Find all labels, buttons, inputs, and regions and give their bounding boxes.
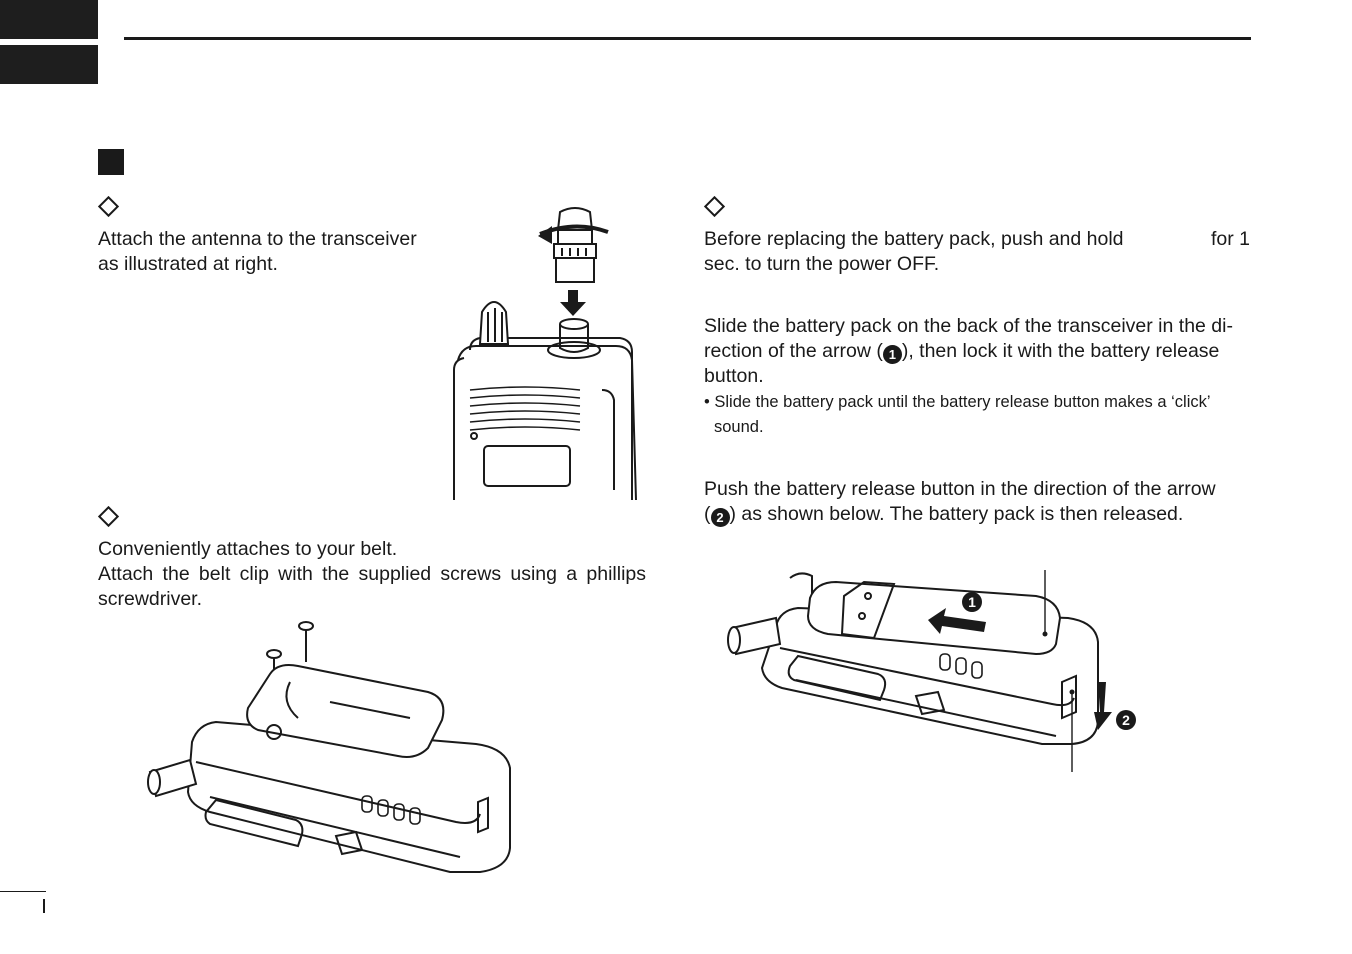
header-rule xyxy=(124,37,1251,40)
battery-remove-line2: (2) as shown below. The battery pack is … xyxy=(704,502,1183,527)
belt-clip-text-line1: Conveniently attaches to your belt. xyxy=(98,538,398,560)
battery-remove-line2-prefix: ( xyxy=(704,503,711,525)
battery-diamond-icon xyxy=(703,195,726,218)
antenna-diamond-icon xyxy=(97,195,120,218)
battery-attach-line2: rection of the arrow (1), then lock it w… xyxy=(704,339,1250,364)
footer-rule xyxy=(0,891,46,892)
antenna-text-line2: as illustrated at right. xyxy=(98,253,278,275)
belt-clip-illustration xyxy=(147,621,511,873)
battery-attach-line3: button. xyxy=(704,365,764,387)
antenna-illustration xyxy=(453,207,637,500)
page-number-mark xyxy=(43,899,45,913)
chapter-tab-upper xyxy=(0,0,98,39)
belt-clip-text-line2: Attach the belt clip with the supplied s… xyxy=(98,563,646,610)
battery-attach-line2-prefix: rection of the arrow ( xyxy=(704,340,883,362)
arrow-two-badge: 2 xyxy=(710,508,730,527)
battery-note-line1: • Slide the battery pack until the batte… xyxy=(704,393,1211,411)
antenna-text-line1: Attach the antenna to the transceiver xyxy=(98,228,417,250)
section-square-marker xyxy=(98,149,124,175)
chapter-tab-lower xyxy=(0,45,98,84)
battery-remove-line1: Push the battery release button in the d… xyxy=(704,478,1216,500)
battery-attach-line1: Slide the battery pack on the back of th… xyxy=(704,315,1233,337)
marker-one-label: 1 xyxy=(968,594,976,610)
arrow-one-badge: 1 xyxy=(882,345,902,364)
battery-illustration: 1 2 xyxy=(727,570,1136,772)
belt-clip-diamond-icon xyxy=(97,505,120,528)
battery-note-line2: sound. xyxy=(714,418,764,436)
battery-before-line2: sec. to turn the power OFF. xyxy=(704,253,940,275)
battery-remove-line2-suffix: ) as shown below. The battery pack is th… xyxy=(729,503,1184,525)
marker-two-label: 2 xyxy=(1122,712,1130,728)
battery-attach-line2-suffix: ), then lock it with the battery release xyxy=(901,340,1220,362)
battery-before-text: Before replacing the battery pack, push … xyxy=(704,228,1124,250)
battery-before-suffix: for 1 xyxy=(1211,228,1251,250)
